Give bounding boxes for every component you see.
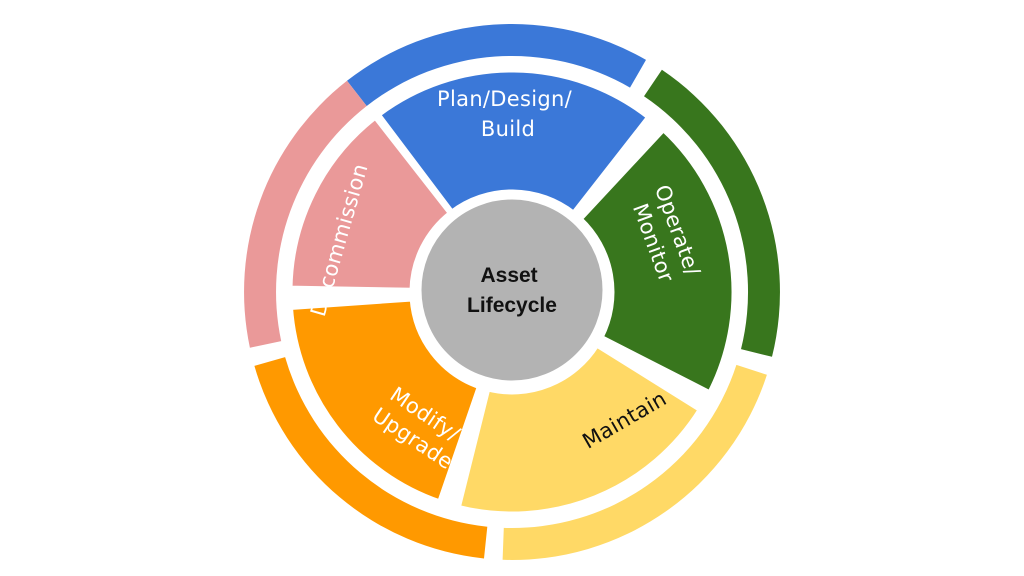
outer-arc-operate: [644, 69, 780, 357]
center-hub[interactable]: [414, 192, 610, 388]
label-plan: Plan/Design/ Build: [437, 87, 579, 141]
outer-arc-maintain: [502, 364, 767, 560]
outer-ring: [244, 23, 780, 560]
inner-ring: [287, 67, 737, 517]
segment-decommission[interactable]: [287, 114, 453, 293]
segment-operate[interactable]: [577, 127, 737, 396]
segment-plan[interactable]: [375, 67, 652, 216]
segment-modify[interactable]: [288, 296, 482, 505]
outer-arc-modify: [254, 357, 488, 559]
outer-arc-plan: [347, 23, 646, 106]
outer-arc-decommission: [244, 80, 367, 348]
center-label: Asset Lifecycle: [467, 264, 557, 317]
segment-maintain[interactable]: [455, 342, 703, 517]
